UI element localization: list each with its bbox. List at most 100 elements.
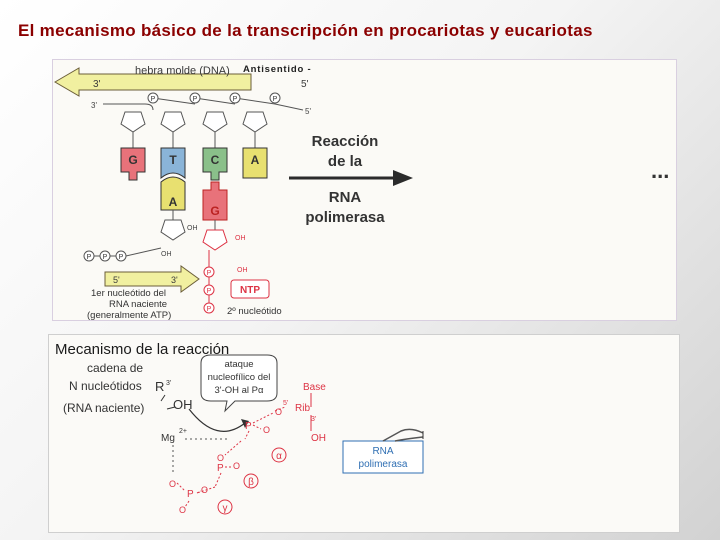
rna-3-label: 3' [171,275,178,285]
template-phosphate: P [229,92,241,104]
base-a-rna: A [160,176,186,211]
base-g-template: G [120,147,146,181]
beta-label: β [248,477,254,488]
attack-arrow-head [241,419,249,428]
svg-text:P: P [87,254,92,261]
mechanism-panel-label: Mecanismo de la reacción [55,341,230,358]
rna-5-label: 5' [113,275,120,285]
svg-text:O: O [275,407,282,417]
oh-label: OH [235,235,246,242]
svg-text:3'-OH al Pα: 3'-OH al Pα [214,385,264,396]
base-c-template: C [202,147,228,181]
template-phosphate: P [147,92,159,104]
rna-strand-arrow [104,265,200,293]
svg-text:G: G [128,153,137,167]
svg-text:P: P [217,463,224,474]
beta-phosphate: O P O β [214,440,259,489]
svg-text:P: P [207,288,212,295]
polymerase-strand-lines [382,428,424,442]
transcription-diagram-panel: 3' hebra molde (DNA) Antisentido - 5' 3'… [52,59,677,321]
template-phosphate: P [269,92,281,104]
svg-text:O: O [201,485,208,495]
first-nucleotide-line-1: 1er nucleótido del [91,288,166,299]
backbone-3-label: 3' [91,101,97,110]
attack-arrow [188,408,246,432]
mg-charge: 2+ [179,428,187,435]
template-phosphate: P [189,92,201,104]
svg-text:O: O [263,425,270,435]
template-strand-arrow [54,67,252,97]
template-sugar [120,111,146,133]
template-sugar [202,111,228,133]
mg-coordination [172,438,229,475]
antisense-label: Antisentido - [243,64,311,75]
reaction-line-3: RNA [329,189,362,206]
template-sugar [160,111,186,133]
triphosphate-first: P P P [83,247,162,262]
r-group-label: R [155,379,164,394]
oh-label: OH [187,225,198,232]
base-t-template: T [160,147,186,180]
backbone-5-label: 5' [305,107,311,116]
svg-text:T: T [169,153,177,167]
rna-sugar [160,219,186,241]
rib-3-prime: 3' [311,416,316,423]
mg-label: Mg [161,433,175,444]
first-nucleotide-line-3: (generalmente ATP) [87,310,171,320]
reaction-mechanism-diagram: cadena de N nucleótidos (RNA naciente) R… [63,354,424,515]
svg-text:P: P [187,489,194,500]
nucleophilic-attack-callout: ataque nucleofílico del 3'-OH al Pα [200,354,278,413]
reaction-line-2: de la [328,153,363,170]
svg-text:ataque: ataque [224,359,253,370]
svg-text:P: P [193,96,198,103]
reaction-arrow-head [393,170,413,186]
base-g-rna: G [202,181,228,221]
rna-sugar [202,229,228,251]
end-3-label: 3' [93,79,101,90]
rib-oh-label: OH [311,433,326,444]
first-nucleotide-line-2: RNA naciente [109,299,167,310]
svg-text:A: A [169,195,178,209]
svg-text:O: O [169,479,176,489]
r-oh-bond [160,394,166,402]
base-a-template: A [242,147,268,179]
svg-text:nucleofílico del: nucleofílico del [208,372,271,383]
r-3-prime: 3' [166,380,171,387]
chain-line-2: N nucleótidos [69,379,142,393]
template-sugar [242,111,268,133]
oh-label: OH [237,267,248,274]
svg-text:P: P [207,270,212,277]
reaction-line-1: Reacción [312,133,379,150]
reaction-mechanism-panel: cadena de N nucleótidos (RNA naciente) R… [48,334,680,533]
svg-text:P: P [119,254,124,261]
svg-text:A: A [251,153,260,167]
chain-line-3: (RNA naciente) [63,401,144,415]
svg-text:G: G [210,204,219,218]
ntp-label-box: NTP [230,279,270,299]
oh-group-label: OH [173,397,193,412]
rib-label: Rib [295,403,310,414]
end-5-label: 5' [301,79,309,90]
gamma-phosphate: O P O O γ [169,479,233,515]
rna-sugar-links [172,210,216,230]
svg-text:P: P [245,421,252,432]
oh-label: OH [161,251,172,258]
template-strand-label: hebra molde (DNA) [135,65,230,77]
transcription-diagram: 3' hebra molde (DNA) Antisentido - 5' 3'… [54,64,669,321]
svg-text:O: O [217,453,224,463]
svg-text:polimerasa: polimerasa [359,459,408,470]
svg-text:P: P [233,96,238,103]
svg-text:O: O [233,461,240,471]
svg-text:C: C [211,153,220,167]
chain-line-1: cadena de [87,361,143,375]
slide-title: El mecanismo básico de la transcripción … [18,21,593,40]
rib-5-prime: 5' [283,400,288,407]
second-nucleotide-label: 2º nucleótido [227,306,282,317]
oh-lone-pair-bond [166,406,176,410]
svg-text:O: O [179,505,186,515]
svg-text:P: P [103,254,108,261]
alpha-label: α [276,451,282,462]
sugar-base-links [132,132,256,148]
template-backbone [103,97,304,111]
reaction-line-4: polimerasa [305,209,385,226]
